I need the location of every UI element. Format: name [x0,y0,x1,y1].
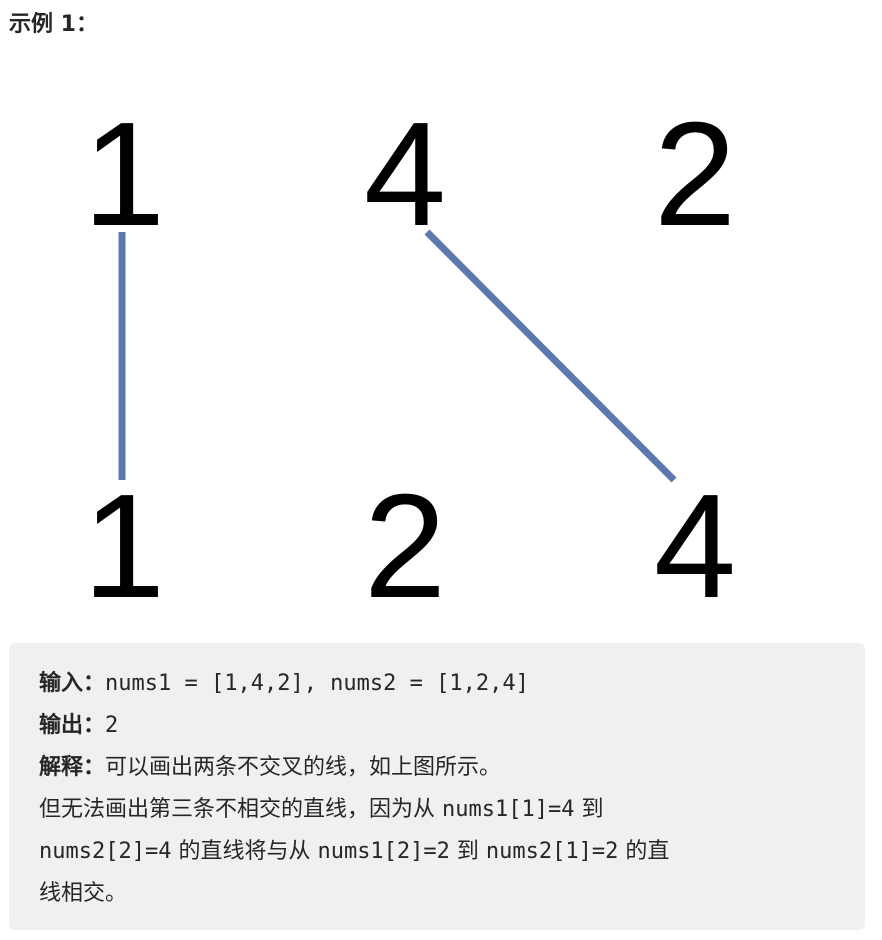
input-line: 输入：nums1 = [1,4,2], nums2 = [1,2,4] [39,663,835,705]
top-number-3: 2 [654,92,736,257]
explain-text-1: 可以画出两条不交叉的线，如上图所示。 [105,755,502,780]
explain-text-4: 线相交。 [39,881,128,906]
bottom-number-3: 4 [654,464,736,620]
example-heading: 示例 1： [9,12,98,37]
bottom-number-1: 1 [83,464,165,620]
output-label: 输出： [39,713,106,738]
explain-label: 解释： [39,755,106,780]
explain-code-3c: nums1[2]=2 [317,839,450,864]
explain-code-2b: nums1[1]=4 [442,797,575,822]
explain-code-3a: nums2[2]=4 [39,839,172,864]
top-number-2: 4 [364,92,446,257]
explain-text-2a: 但无法画出第三条不相交的直线，因为从 [39,797,442,822]
explain-text-2c: 到 [574,797,604,822]
explanation-line-3: nums2[2]=4 的直线将与从 nums1[2]=2 到 nums2[1]=… [39,831,835,873]
figure-svg: 1 4 2 1 2 4 [83,92,736,620]
example-code-block: 输入：nums1 = [1,4,2], nums2 = [1,2,4] 输出：2… [9,643,865,930]
top-number-1: 1 [83,92,165,257]
explain-code-3e: nums2[1]=2 [485,839,619,864]
input-label: 输入： [39,671,106,696]
input-value: nums1 = [1,4,2], nums2 = [1,2,4] [105,671,529,696]
bottom-number-2: 2 [364,464,446,620]
connecting-line-2 [424,229,677,483]
explanation-line-1: 解释：可以画出两条不交叉的线，如上图所示。 [39,747,835,789]
explain-text-3d: 到 [449,839,486,864]
output-line: 输出：2 [39,705,835,747]
explain-text-3b: 的直线将与从 [171,839,318,864]
output-value: 2 [105,713,119,738]
uncrossed-lines-figure: 1 4 2 1 2 4 [0,80,882,620]
explain-text-3f: 的直 [618,839,670,864]
explanation-line-4: 线相交。 [39,873,835,915]
explanation-line-2: 但无法画出第三条不相交的直线，因为从 nums1[1]=4 到 [39,789,835,831]
